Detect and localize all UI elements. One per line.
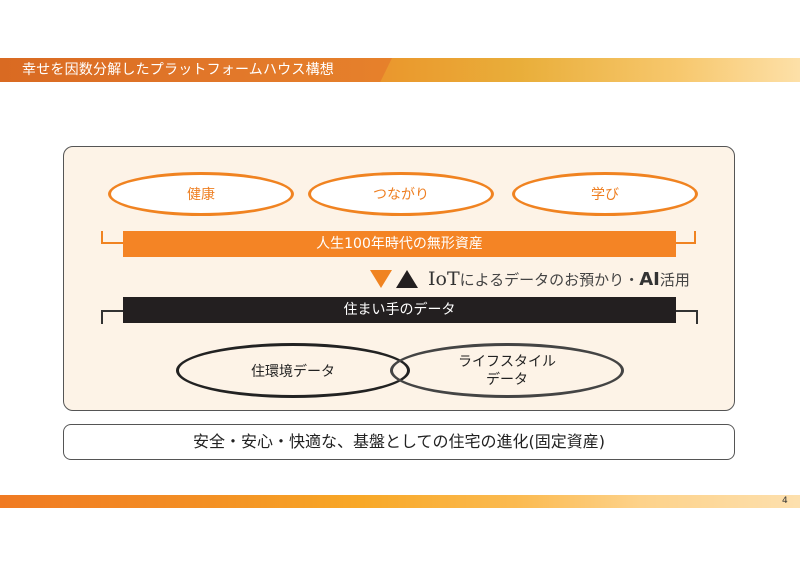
oval-label: 健康 — [187, 187, 215, 203]
resident-data-bar: 住まい手のデータ — [123, 297, 676, 323]
foundation-box: 安全・安心・快適な、基盤としての住宅の進化(固定資産) — [63, 424, 735, 460]
flow-suffix: 活用 — [659, 270, 690, 289]
orange-bracket-right — [676, 231, 696, 244]
oval-label: ライフスタイル データ — [458, 353, 556, 388]
footer-band — [0, 495, 800, 508]
oval-connection: つながり — [308, 172, 494, 216]
ai-label: AI — [639, 268, 660, 290]
orange-bracket-left — [101, 231, 123, 244]
oval-living-environment-data: 住環境データ — [176, 343, 410, 398]
dark-bracket-right — [676, 310, 698, 324]
oval-lifestyle-data: ライフスタイル データ — [390, 343, 624, 398]
oval-label: つながり — [373, 187, 429, 203]
flow-middle-text: によるデータのお預かり・ — [459, 270, 640, 289]
page-number: 4 — [782, 496, 788, 506]
intangible-assets-bar: 人生100年時代の無形資産 — [123, 231, 676, 257]
oval-label: 住環境データ — [251, 363, 335, 380]
iot-label: IoT — [428, 268, 460, 290]
iot-ai-flow: IoT によるデータのお預かり・ AI 活用 — [370, 266, 690, 292]
oval-health: 健康 — [108, 172, 294, 216]
title-band-accent — [0, 58, 392, 82]
oval-learning: 学び — [512, 172, 698, 216]
down-arrow-icon — [370, 270, 392, 288]
oval-label: 学び — [591, 187, 619, 203]
dark-bracket-left — [101, 310, 123, 324]
up-arrow-icon — [396, 270, 418, 288]
page-title: 幸せを因数分解したプラットフォームハウス構想 — [22, 62, 334, 78]
